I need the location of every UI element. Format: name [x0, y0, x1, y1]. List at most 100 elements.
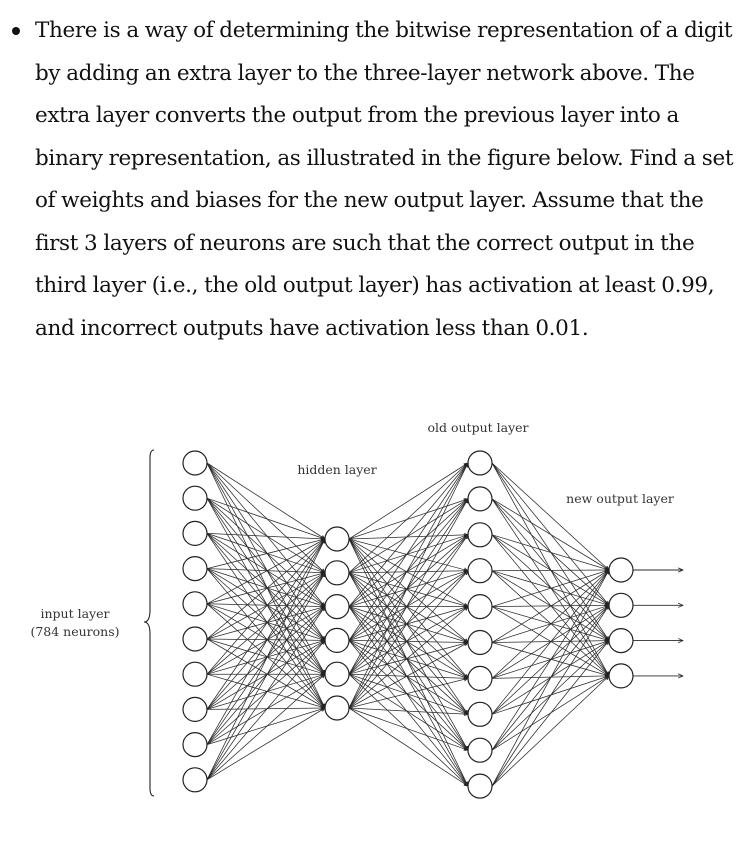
connection-input-0-to-hidden-0 — [206, 462, 325, 539]
connection-hidden-4-to-old-output-3 — [348, 571, 468, 675]
connection-input-6-to-hidden-0 — [206, 539, 325, 675]
connection-input-9-to-hidden-1 — [206, 573, 325, 780]
input-neuron-8 — [182, 732, 208, 758]
connection-old-output-0-to-new-output-0 — [491, 462, 609, 570]
old-output-layer-label: old output layer — [427, 420, 528, 435]
connection-input-6-to-hidden-3 — [206, 640, 325, 675]
connection-input-5-to-hidden-1 — [206, 573, 325, 640]
new-output-neuron-1 — [608, 592, 634, 618]
connection-hidden-2-to-old-output-2 — [348, 535, 468, 607]
connection-hidden-4-to-old-output-7 — [348, 673, 468, 714]
connection-hidden-3-to-old-output-3 — [348, 571, 468, 641]
connection-input-4-to-hidden-2 — [206, 603, 325, 607]
connection-old-output-9-to-new-output-2 — [491, 641, 609, 787]
connection-input-2-to-hidden-1 — [206, 533, 325, 572]
connection-hidden-5-to-old-output-1 — [348, 499, 468, 709]
connection-hidden-3-to-old-output-4 — [348, 607, 468, 641]
connection-hidden-1-to-old-output-8 — [348, 572, 468, 750]
connection-hidden-3-to-old-output-8 — [348, 640, 468, 750]
connection-input-2-to-hidden-0 — [206, 533, 325, 539]
connection-old-output-4-to-new-output-0 — [491, 570, 609, 607]
connection-hidden-4-to-old-output-5 — [348, 643, 468, 675]
input-neuron-9 — [182, 767, 208, 793]
connection-hidden-5-to-old-output-3 — [348, 571, 468, 709]
old-output-neuron-9 — [467, 773, 493, 799]
hidden-layer-label: hidden layer — [297, 462, 376, 477]
connection-hidden-4-to-old-output-6 — [348, 673, 468, 678]
connection-input-9-to-hidden-3 — [206, 640, 325, 781]
connection-input-9-to-hidden-2 — [206, 607, 325, 781]
connection-hidden-0-to-old-output-4 — [348, 538, 468, 607]
connection-input-7-to-hidden-3 — [206, 640, 325, 710]
input-neuron-4 — [182, 591, 208, 617]
old-output-neuron-2 — [467, 522, 493, 548]
connection-hidden-5-to-old-output-7 — [348, 707, 468, 714]
connection-old-output-5-to-new-output-0 — [491, 570, 609, 643]
connection-input-8-to-hidden-5 — [206, 708, 325, 745]
connection-old-output-3-to-new-output-0 — [491, 570, 609, 571]
connection-hidden-1-to-old-output-6 — [348, 572, 468, 679]
connection-hidden-2-to-old-output-7 — [348, 606, 468, 715]
connection-input-0-to-hidden-2 — [206, 462, 325, 607]
new-output-neuron-0 — [608, 557, 634, 583]
connection-input-9-to-hidden-4 — [206, 674, 325, 781]
connection-input-6-to-hidden-5 — [206, 673, 325, 708]
connection-hidden-1-to-old-output-1 — [348, 499, 468, 574]
exercise-list: There is a way of determining the bitwis… — [0, 0, 752, 350]
connection-input-1-to-hidden-1 — [206, 497, 325, 573]
hidden-neuron-5 — [324, 695, 350, 721]
input-neuron-5 — [182, 626, 208, 652]
connection-input-0-to-hidden-4 — [206, 462, 325, 674]
input-neuron-1 — [182, 485, 208, 511]
connection-hidden-0-to-old-output-5 — [348, 538, 468, 643]
connection-hidden-0-to-old-output-8 — [348, 538, 468, 750]
connection-hidden-5-to-old-output-9 — [348, 707, 468, 786]
input-neuron-0 — [182, 450, 208, 476]
connection-hidden-3-to-old-output-9 — [348, 640, 468, 786]
connection-hidden-1-to-old-output-9 — [348, 572, 468, 786]
connection-hidden-0-to-old-output-1 — [348, 499, 468, 540]
connection-input-7-to-hidden-4 — [206, 674, 325, 710]
connection-input-1-to-hidden-4 — [206, 497, 325, 674]
connection-input-5-to-hidden-4 — [206, 638, 325, 674]
old-output-neuron-7 — [467, 701, 493, 727]
connection-hidden-3-to-old-output-7 — [348, 640, 468, 714]
connection-hidden-2-to-old-output-5 — [348, 606, 468, 643]
connection-input-1-to-hidden-5 — [206, 498, 325, 708]
old-output-neuron-0 — [467, 450, 493, 476]
connection-input-7-to-hidden-5 — [206, 708, 325, 709]
hidden-neuron-2 — [324, 594, 350, 620]
connection-old-output-9-to-new-output-1 — [491, 605, 609, 787]
connection-hidden-5-to-old-output-2 — [348, 535, 468, 709]
connection-hidden-4-to-old-output-1 — [348, 499, 468, 675]
connection-input-3-to-hidden-0 — [206, 539, 325, 569]
connection-old-output-6-to-new-output-0 — [491, 570, 609, 679]
connection-input-3-to-hidden-4 — [206, 568, 325, 675]
old-output-neuron-5 — [467, 629, 493, 656]
connection-hidden-2-to-old-output-9 — [348, 606, 468, 787]
connection-input-0-to-hidden-3 — [206, 462, 325, 640]
connection-hidden-0-to-old-output-2 — [348, 535, 468, 540]
connection-hidden-1-to-old-output-5 — [348, 572, 468, 643]
connection-input-8-to-hidden-4 — [206, 674, 325, 745]
connection-hidden-4-to-old-output-2 — [348, 535, 468, 675]
connection-input-2-to-hidden-2 — [206, 533, 325, 606]
bullet-icon — [12, 27, 20, 35]
connection-hidden-5-to-old-output-8 — [348, 707, 468, 750]
connection-input-1-to-hidden-2 — [206, 497, 325, 606]
connection-input-5-to-hidden-5 — [206, 638, 325, 708]
connection-hidden-5-to-old-output-6 — [348, 678, 468, 709]
connection-input-9-to-hidden-5 — [206, 708, 325, 781]
connection-hidden-4-to-old-output-8 — [348, 673, 468, 750]
connection-input-4-to-hidden-1 — [206, 573, 325, 605]
connection-hidden-0-to-old-output-3 — [348, 538, 468, 571]
connection-hidden-1-to-old-output-4 — [348, 572, 468, 607]
input-layer-brace — [143, 449, 155, 797]
connection-hidden-4-to-old-output-9 — [348, 673, 468, 786]
connection-old-output-7-to-new-output-0 — [491, 570, 609, 715]
input-neuron-2 — [182, 520, 208, 546]
hidden-neuron-4 — [324, 661, 350, 687]
connection-input-3-to-hidden-3 — [206, 568, 325, 641]
new-output-layer-label: new output layer — [566, 491, 674, 506]
network-diagram: input layer (784 neurons) hidden layer o… — [30, 420, 752, 799]
